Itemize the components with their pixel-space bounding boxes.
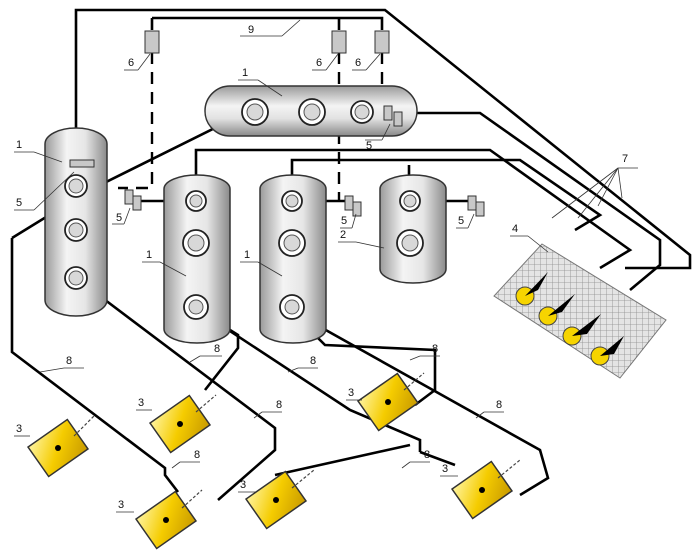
label-7: 7 xyxy=(622,153,628,165)
valve-a xyxy=(124,189,142,211)
injector-2 xyxy=(538,294,575,326)
flowline-a xyxy=(10,238,180,493)
manifold-pipe-1 xyxy=(194,148,633,270)
label-5-horizontal: 5 xyxy=(366,140,372,152)
label-5-a: 5 xyxy=(116,212,122,224)
label-3-c: 3 xyxy=(118,499,124,511)
well-6 xyxy=(450,459,521,520)
gauge-left xyxy=(144,30,160,54)
label-6-right: 6 xyxy=(355,57,361,69)
label-8-b: 8 xyxy=(214,343,220,355)
wells xyxy=(26,372,521,550)
label-8-f: 8 xyxy=(496,399,502,411)
dash-line-left xyxy=(118,52,154,190)
gauges xyxy=(144,30,390,54)
valve-b xyxy=(344,195,362,217)
gauge-mid xyxy=(331,30,347,54)
flowline-b xyxy=(75,276,277,501)
vessel-horizontal xyxy=(204,85,418,137)
label-8-a: 8 xyxy=(66,355,72,367)
label-8-g: 8 xyxy=(194,449,200,461)
label-1-mid-2: 1 xyxy=(244,249,250,261)
injector-4 xyxy=(590,336,624,366)
label-6-mid: 6 xyxy=(316,57,322,69)
injector-1 xyxy=(515,272,548,306)
label-9: 9 xyxy=(248,24,254,36)
flowline-h xyxy=(419,450,456,467)
label-8-d: 8 xyxy=(432,343,438,355)
label-8-h: 8 xyxy=(424,449,430,461)
gauge-right xyxy=(374,30,390,54)
flowline-g xyxy=(274,443,411,477)
vessel-mid-1 xyxy=(163,174,231,344)
well-3 xyxy=(134,489,203,550)
well-2 xyxy=(148,394,217,454)
label-4: 4 xyxy=(512,223,518,235)
injector-3 xyxy=(562,314,601,346)
label-8-e: 8 xyxy=(276,399,282,411)
outer-loop-pipe xyxy=(74,8,692,270)
injection-field xyxy=(493,243,667,379)
well-4 xyxy=(244,469,315,530)
label-3-b: 3 xyxy=(138,397,144,409)
label-1-mid-1: 1 xyxy=(146,249,152,261)
label-3-d: 3 xyxy=(240,479,246,491)
manifold-pipe-2 xyxy=(290,158,603,232)
control-lines xyxy=(118,52,384,200)
vessel-left xyxy=(44,127,108,317)
label-1-left: 1 xyxy=(16,139,22,151)
label-5-left: 5 xyxy=(16,197,22,209)
well-5 xyxy=(356,372,425,432)
label-6-left: 6 xyxy=(128,57,134,69)
valve-c xyxy=(467,195,485,217)
label-8-c: 8 xyxy=(310,355,316,367)
pipes xyxy=(10,8,692,501)
header-pipe xyxy=(150,16,384,30)
label-5-b: 5 xyxy=(341,215,347,227)
flowline-f xyxy=(289,308,550,497)
vessel-separator xyxy=(379,174,447,284)
label-1-horizontal: 1 xyxy=(242,67,248,79)
well-1 xyxy=(26,415,95,478)
valves xyxy=(124,189,485,217)
callouts: 9 6 6 6 1 1 5 5 5 5 5 1 1 2 xyxy=(14,19,638,513)
label-3-f: 3 xyxy=(442,463,448,475)
label-2: 2 xyxy=(340,229,346,241)
label-3-a: 3 xyxy=(16,423,22,435)
vessel-mid-2 xyxy=(259,174,327,344)
label-5-c: 5 xyxy=(458,215,464,227)
label-3-e: 3 xyxy=(348,387,354,399)
